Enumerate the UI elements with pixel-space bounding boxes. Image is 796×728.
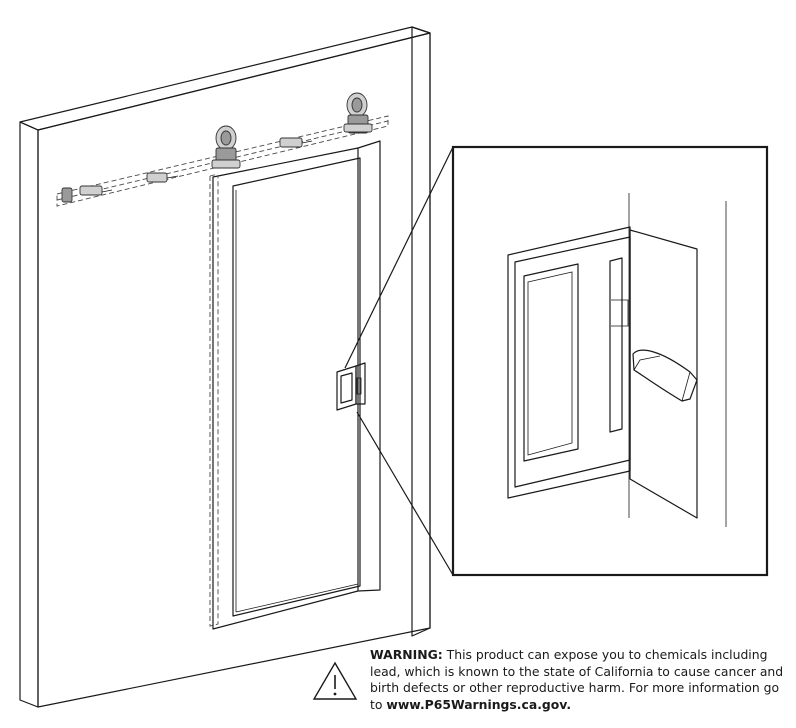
spacer-middle bbox=[279, 137, 313, 148]
door-opening bbox=[212, 140, 381, 630]
warning-label: WARNING: bbox=[370, 647, 443, 662]
latch-plate bbox=[611, 229, 698, 519]
warning-link[interactable]: www.P65Warnings.ca.gov. bbox=[386, 696, 572, 712]
door-handle-small bbox=[336, 362, 366, 411]
door-slab-dashed bbox=[209, 173, 219, 627]
callout-lines bbox=[344, 146, 454, 576]
spacer-left bbox=[146, 172, 179, 183]
detail-callout-box bbox=[451, 145, 769, 577]
rail-hardware bbox=[61, 92, 373, 203]
roller-left bbox=[211, 125, 241, 169]
end-stop-left bbox=[61, 185, 113, 203]
warning-text: WARNING: This product can expose you to … bbox=[370, 647, 790, 713]
warning-triangle-icon bbox=[312, 661, 358, 700]
roller-right bbox=[343, 92, 373, 134]
wall-panel bbox=[19, 26, 431, 708]
warning-body: This product can expose you to chemicals… bbox=[370, 647, 784, 712]
latch-lever bbox=[632, 349, 698, 402]
